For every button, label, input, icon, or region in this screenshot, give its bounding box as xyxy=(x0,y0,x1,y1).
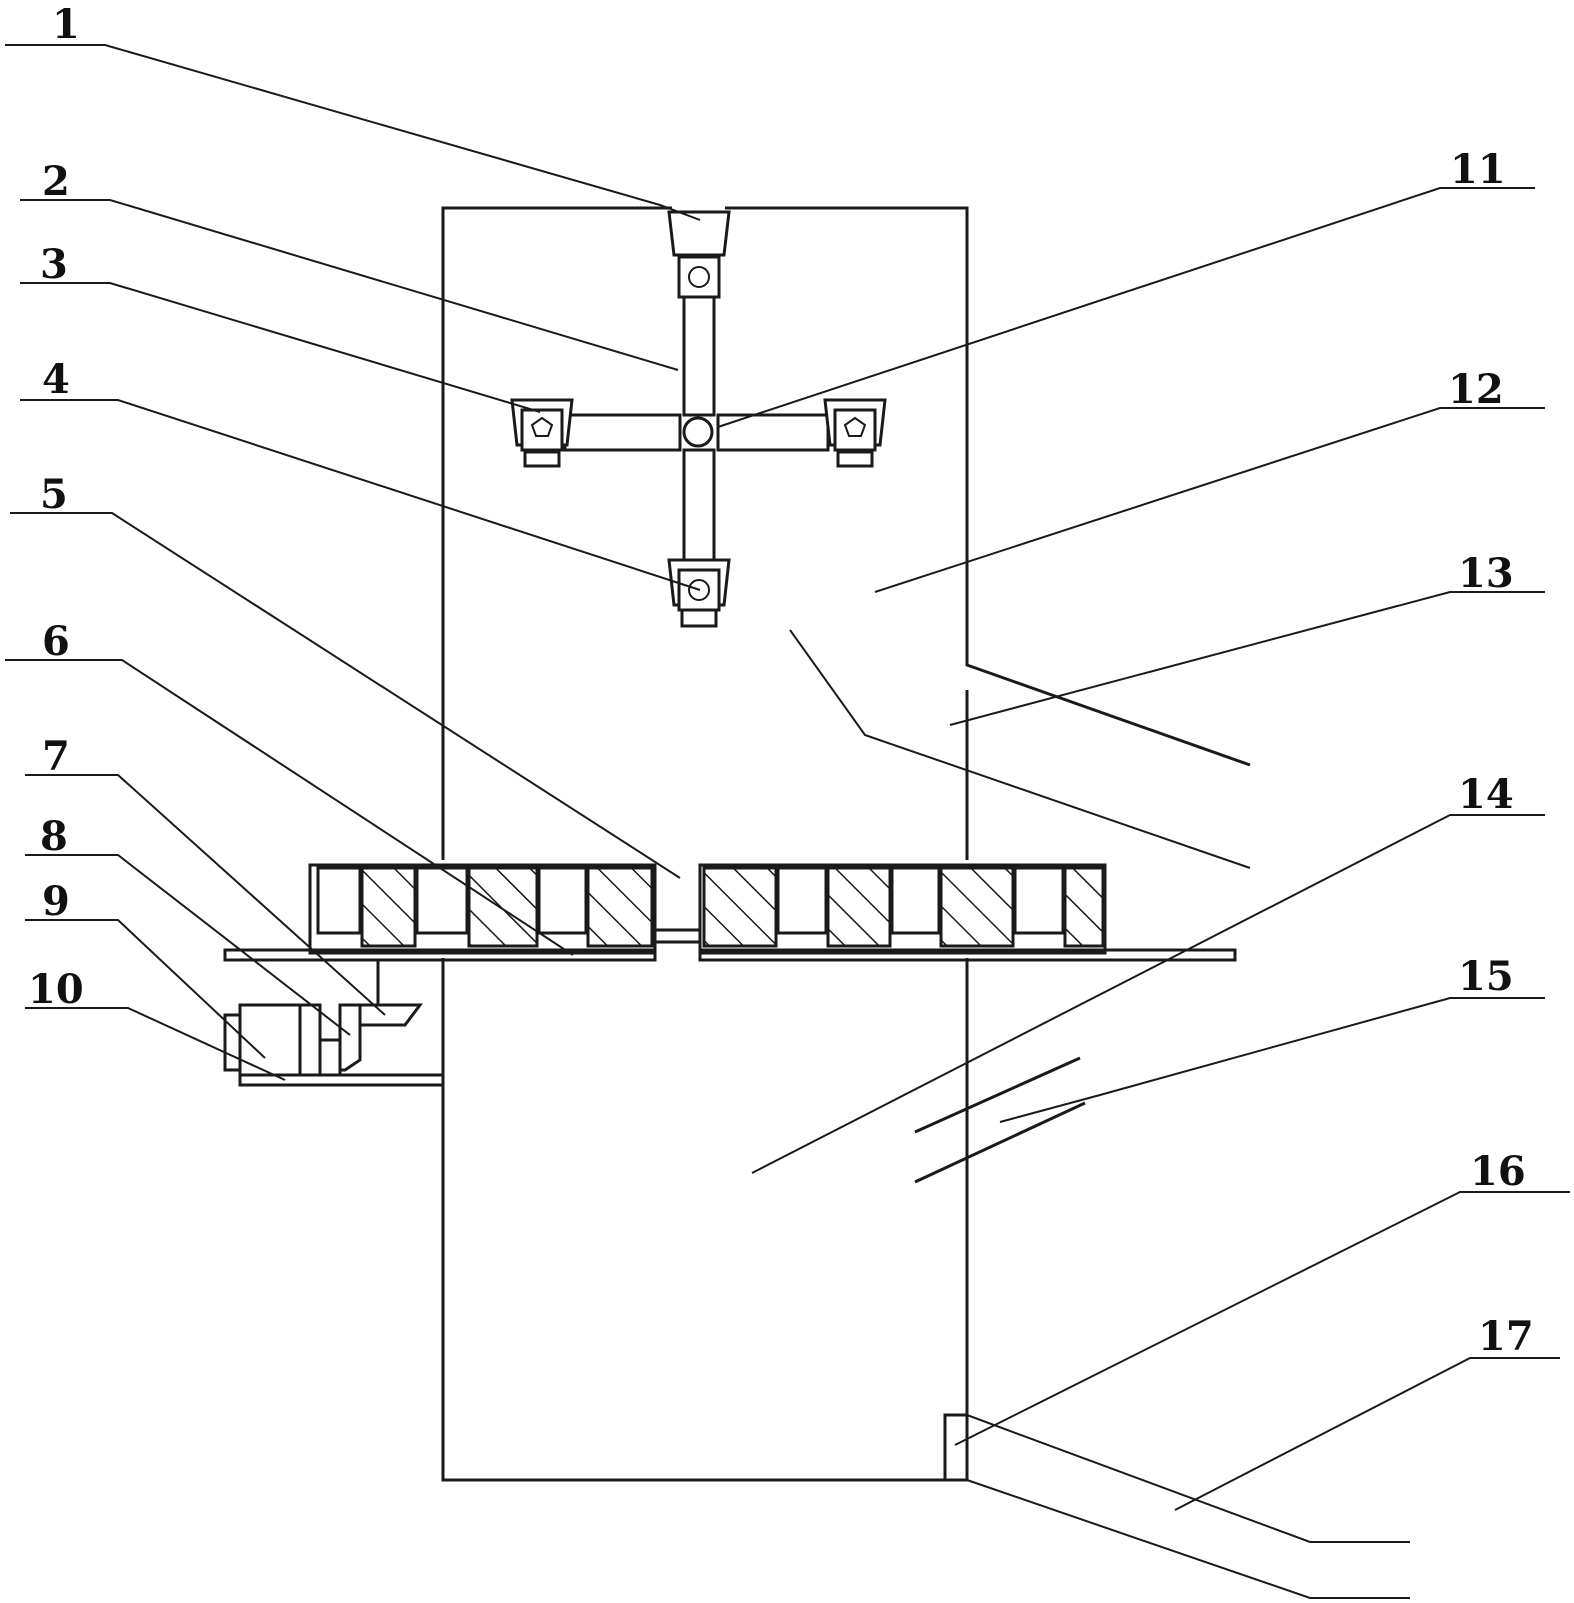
central-hub-icon xyxy=(682,416,714,448)
label-8: 8 xyxy=(40,813,68,860)
drain-outlet xyxy=(943,1413,969,1482)
label-12: 12 xyxy=(1448,366,1504,413)
label-11: 11 xyxy=(1450,146,1506,193)
filter-tray xyxy=(223,863,1237,962)
leader-lines xyxy=(5,44,1570,1599)
label-13: 13 xyxy=(1458,550,1514,597)
label-9: 9 xyxy=(42,878,70,925)
bottom-nozzle xyxy=(667,558,731,628)
label-15: 15 xyxy=(1458,953,1514,1000)
label-4: 4 xyxy=(42,356,70,403)
label-5: 5 xyxy=(40,471,68,518)
label-10: 10 xyxy=(28,966,84,1013)
pump-assembly xyxy=(223,960,445,1087)
label-7: 7 xyxy=(42,733,70,780)
label-6: 6 xyxy=(42,618,70,665)
label-16: 16 xyxy=(1470,1148,1526,1195)
rotating-cross-bracket xyxy=(563,278,830,562)
top-nozzle xyxy=(667,210,731,299)
label-17: 17 xyxy=(1478,1313,1534,1360)
label-3: 3 xyxy=(40,241,68,288)
left-nozzle xyxy=(510,398,574,468)
label-1: 1 xyxy=(52,1,80,48)
baffle-plates xyxy=(914,1056,1086,1184)
right-nozzle xyxy=(823,398,887,468)
cabinet-body xyxy=(441,206,1251,1482)
part-labels: 1 2 3 4 5 6 7 8 9 10 11 12 13 14 15 16 1… xyxy=(28,1,1534,1360)
label-2: 2 xyxy=(42,158,70,205)
label-14: 14 xyxy=(1458,771,1514,818)
